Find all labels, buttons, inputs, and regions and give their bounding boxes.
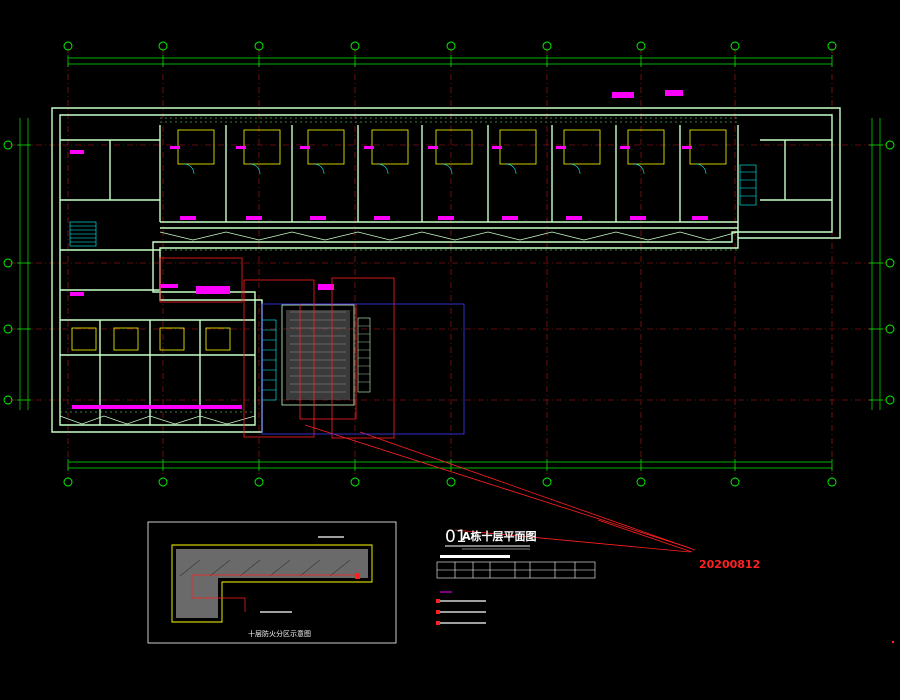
corridor-sawtooth	[59, 231, 739, 425]
dimension-lines	[17, 55, 883, 471]
revision-stamp: 20200812	[699, 558, 760, 571]
fire-compartment-outline	[261, 303, 465, 435]
atrium-area	[261, 304, 371, 406]
revision-code: 20200812	[699, 558, 760, 571]
legend-table	[436, 555, 596, 579]
bathroom-pods	[71, 129, 727, 351]
key-plan-caption: 十层防火分区示意图	[248, 629, 311, 638]
axis-grid-lines	[10, 48, 890, 478]
sheet-mark	[891, 640, 895, 644]
wall-section-ticks	[60, 117, 738, 413]
axis-bubbles	[3, 41, 895, 487]
door-swings	[69, 163, 757, 247]
key-plan-frame: 十层防火分区示意图	[147, 521, 397, 644]
room-tags	[70, 90, 708, 409]
building-outline	[51, 107, 841, 433]
drawing-title-block: 01 A栋十层平面图	[445, 527, 537, 550]
legend-keys	[436, 591, 486, 625]
drawing-title: A栋十层平面图	[462, 529, 537, 543]
revision-clouds	[159, 257, 696, 553]
drawing-number: 01	[445, 527, 467, 547]
